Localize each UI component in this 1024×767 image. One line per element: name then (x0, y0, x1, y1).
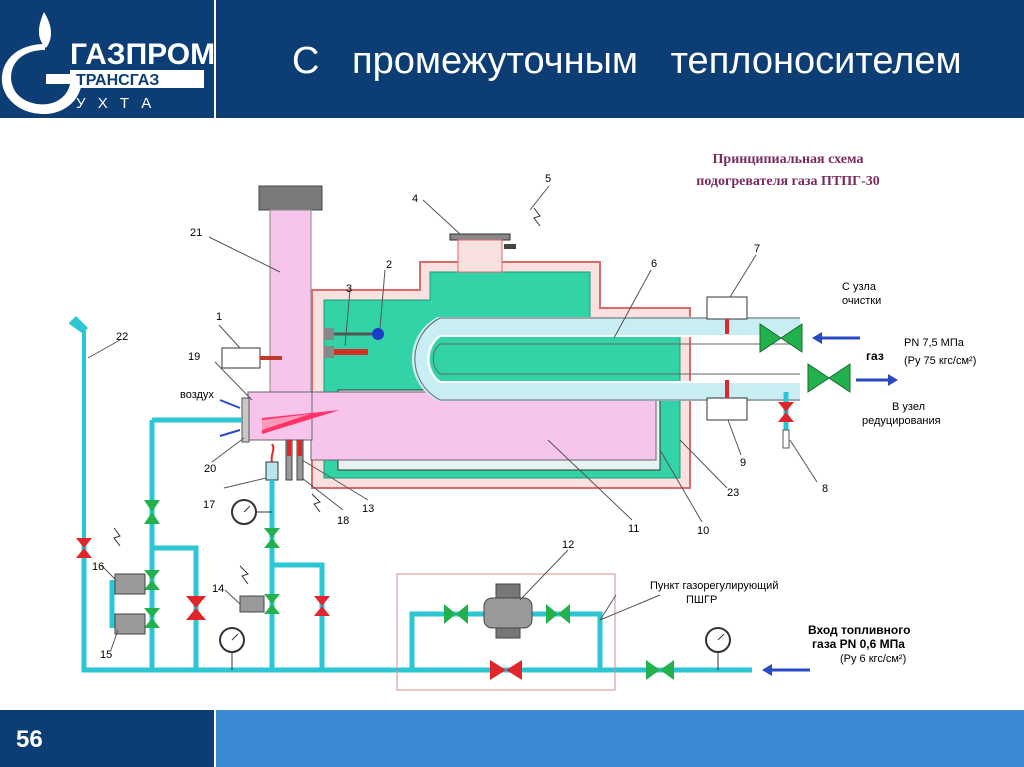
callout-15: 15 (100, 649, 112, 661)
vent-pipe-22 (68, 320, 86, 540)
device-16 (114, 573, 146, 595)
footer-page-box: 56 (0, 710, 216, 767)
header-bar: ГАЗПРОМ ТРАНСГАЗ У Х Т А С промежуточным… (0, 0, 1024, 118)
gas-label: газ (866, 349, 884, 363)
air-label: воздух (180, 389, 214, 401)
callout-numbers: 1 2 3 4 5 6 7 8 9 10 11 12 13 14 15 16 1… (92, 173, 828, 661)
to-reduction-1: В узел (892, 401, 925, 413)
device-7 (706, 296, 748, 320)
callout-20: 20 (204, 463, 216, 475)
pn-75-label: PN 7,5 МПа (904, 337, 965, 349)
burner-flame (262, 410, 340, 434)
callout-5: 5 (545, 173, 551, 185)
sensor-2 (372, 328, 384, 340)
diagram-title-1: Принципиальная схема (713, 152, 864, 167)
callout-4: 4 (412, 193, 418, 205)
valve-gas-out-a (807, 363, 830, 393)
pshgr-label-2: ПШГР (686, 594, 717, 606)
page-number: 56 (16, 726, 43, 753)
from-cleaning-1: С узла (842, 281, 877, 293)
callout-6: 6 (651, 258, 657, 270)
chimney-cap (258, 185, 323, 211)
fuel-in-label-1: Вход топливного (808, 623, 910, 637)
device-15 (114, 613, 146, 635)
callout-17: 17 (203, 499, 215, 511)
callout-23: 23 (727, 487, 739, 499)
callout-9: 9 (740, 457, 746, 469)
fire-tube (310, 391, 657, 461)
regulator-12 (483, 597, 533, 629)
igniter-17 (265, 461, 279, 481)
pshgr-boundary (396, 573, 616, 691)
gazprom-logo: ГАЗПРОМ ТРАНСГАЗ У Х Т А (0, 0, 216, 118)
valve-gas-in-b (780, 323, 803, 353)
callout-12: 12 (562, 539, 574, 551)
footer-accent-bar (216, 710, 1024, 767)
fuel-in-label-3: (Ру 6 кгс/см²) (840, 653, 906, 665)
to-reduction-2: редуцирования (862, 415, 941, 427)
callout-18: 18 (337, 515, 349, 527)
page-title: С промежуточным теплоносителем (292, 40, 962, 82)
u-tube-coil (411, 317, 800, 401)
device-9 (706, 397, 748, 421)
diagram-title-2: подогревателя газа ПТПГ-30 (696, 174, 880, 189)
valve-gas-in-a (759, 323, 782, 353)
logo-city-text: У Х Т А (76, 95, 155, 112)
ru-75-label: (Ру 75 кгс/см²) (904, 355, 976, 367)
gazprom-logo-graphic: ГАЗПРОМ ТРАНСГАЗ У Х Т А (1, 12, 215, 114)
air-arrow-top (219, 399, 241, 409)
callout-10: 10 (697, 525, 709, 537)
valve-8-bottom (778, 412, 794, 422)
callout-7: 7 (754, 243, 760, 255)
logo-main-text: ГАЗПРОМ (70, 38, 214, 71)
burner-nozzle (241, 397, 250, 443)
device-14 (239, 595, 265, 613)
valve-8-top (778, 402, 794, 412)
callout-11: 11 (628, 523, 639, 535)
callout-3: 3 (346, 283, 352, 295)
callout-8: 8 (822, 483, 828, 495)
callout-22: 22 (116, 331, 128, 343)
sensor-5 (504, 244, 516, 249)
from-cleaning-2: очистки (842, 295, 881, 307)
callout-21: 21 (190, 227, 202, 239)
fuel-in-label-2: газа PN 0,6 МПа (812, 637, 905, 651)
device-1 (221, 347, 261, 369)
callout-16: 16 (92, 561, 104, 573)
callout-2: 2 (386, 259, 392, 271)
air-arrow-bottom (219, 429, 241, 437)
callout-13: 13 (362, 503, 374, 515)
logo-sub-text: ТРАНСГАЗ (76, 72, 159, 89)
callout-1: 1 (216, 311, 222, 323)
chimney-stack (269, 209, 312, 396)
valve-gas-out-b (828, 363, 851, 393)
hatch-neck (457, 239, 503, 273)
callout-19: 19 (188, 351, 200, 363)
pshgr-label-1: Пункт газорегулирующий (650, 580, 778, 592)
heater-schematic: Принципиальная схема подогревателя газа … (68, 152, 976, 691)
fuel-valves (76, 500, 674, 680)
hatch-cover (449, 233, 511, 241)
callout-14: 14 (212, 583, 224, 595)
